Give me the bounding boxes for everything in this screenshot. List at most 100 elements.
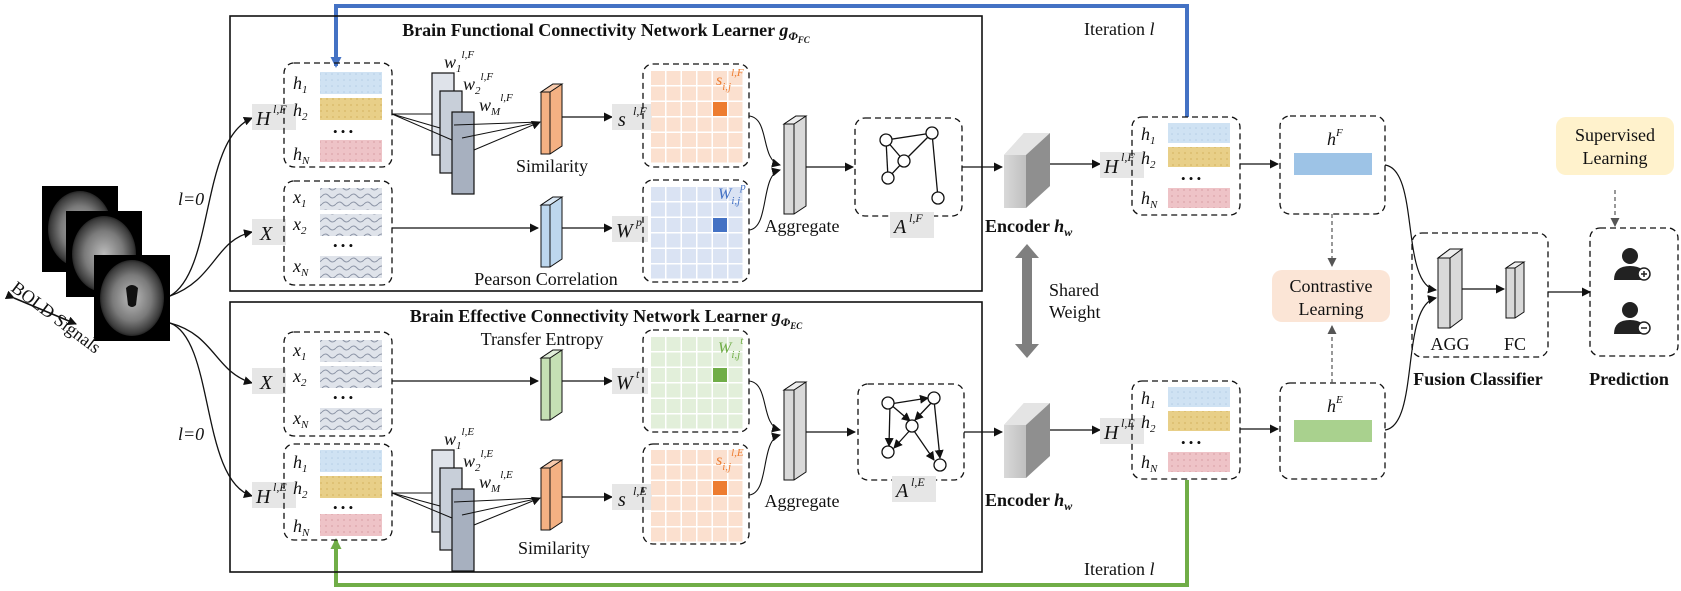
svg-text:• • •: • • • [333, 124, 353, 139]
ec-bold-timeseries: x1 x2 • • • xN [283, 331, 393, 437]
prediction-label: Prediction [1589, 369, 1669, 389]
ec-learner-panel [229, 301, 983, 573]
fc-Wp-label: W p [612, 215, 648, 242]
graph-embedding-ec: hE [1279, 382, 1386, 480]
patient-positive-icon [1614, 248, 1651, 281]
svg-text:x2: x2 [292, 214, 307, 237]
hE-to-classifier-arrow [1384, 295, 1437, 431]
fc-aggregate-module: Aggregate [748, 115, 840, 236]
ec-s-matrix: si,jl,E [642, 443, 750, 545]
ec-weight-matrices: w1l,E w2l,E wMl,E [431, 426, 513, 572]
svg-text:Similarity: Similarity [516, 156, 588, 176]
svg-text:x1: x1 [292, 340, 307, 363]
svg-text:l,E: l,E [911, 475, 925, 489]
svg-text:Encoder hw: Encoder hw [985, 216, 1073, 239]
svg-text:wMl,E: wMl,E [479, 469, 513, 495]
svg-text:W: W [616, 220, 635, 242]
svg-text:l,E: l,E [633, 484, 647, 498]
svg-text:h1: h1 [1141, 388, 1156, 411]
svg-text:• • •: • • • [333, 238, 353, 253]
svg-text:w1l,E: w1l,E [444, 426, 474, 452]
fc-similarity-module: Similarity [516, 83, 588, 176]
svg-text:l,F: l,F [909, 211, 923, 225]
svg-text:l,F: l,F [273, 102, 287, 116]
ec-node-features: h1 h2 • • • hN [283, 443, 393, 541]
fc-pearson-module: Pearson Correlation [474, 196, 618, 289]
brain-to-inputs-arrows [169, 116, 253, 498]
svg-text:w2l,E: w2l,E [463, 448, 493, 474]
svg-text:xN: xN [292, 408, 309, 431]
contrastive-learning-box: Contrastive Learning [1272, 270, 1390, 322]
svg-text:w1l,F: w1l,F [444, 49, 474, 75]
supervised-learning-box: Supervised Learning [1556, 117, 1674, 175]
svg-text:Contrastive: Contrastive [1290, 276, 1373, 296]
ec-s-label: s l,E [612, 484, 652, 511]
ec-feature-to-weight-lines [391, 492, 541, 526]
svg-text:w2l,F: w2l,F [463, 71, 493, 97]
svg-text:Pearson Correlation: Pearson Correlation [474, 269, 617, 289]
ec-X-label: X [252, 368, 286, 394]
ec-Wt-label: W t [612, 367, 648, 394]
ec-output-H-label: H l,E [1100, 416, 1144, 444]
ec-H-label: H l,E [252, 480, 296, 508]
svg-text:• • •: • • • [333, 390, 353, 405]
svg-text:hN: hN [293, 144, 310, 167]
patient-negative-icon [1614, 302, 1651, 335]
svg-text:X: X [259, 223, 273, 245]
encoder-fc: Encoder hw [985, 133, 1073, 239]
svg-text:wMl,F: wMl,F [479, 92, 513, 118]
fc-s-label: s l,F [612, 104, 652, 131]
graph-embedding-fc: hF [1279, 115, 1386, 215]
svg-text:Aggregate: Aggregate [765, 216, 840, 236]
fc-adjacency-graph: A l,F [854, 117, 963, 238]
svg-text:Encoder hw: Encoder hw [985, 490, 1073, 513]
ec-Wt-matrix: Wi,jt [642, 329, 750, 433]
bold-brain-images [42, 186, 170, 341]
svg-text:H: H [255, 108, 272, 130]
svg-text:hN: hN [1141, 452, 1158, 475]
svg-text:h1: h1 [293, 452, 308, 475]
svg-text:FC: FC [1504, 334, 1526, 354]
fc-Wp-matrix: Wi,jp [642, 179, 750, 283]
svg-text:xN: xN [292, 256, 309, 279]
svg-text:x2: x2 [292, 366, 307, 389]
fc-node-features: h1 h2 • • • hN [283, 62, 393, 168]
svg-text:• • •: • • • [1181, 435, 1201, 450]
svg-text:p: p [635, 215, 642, 229]
l0-top: l=0 [178, 189, 204, 209]
svg-text:s: s [618, 489, 626, 511]
ec-transfer-entropy-label: Transfer Entropy [481, 329, 604, 349]
svg-text:Supervised: Supervised [1575, 125, 1655, 145]
svg-text:h1: h1 [1141, 124, 1156, 147]
svg-text:h1: h1 [293, 73, 308, 96]
svg-text:AGG: AGG [1431, 334, 1470, 354]
fc-output-H-label: H l,F [1100, 150, 1144, 178]
svg-text:h2: h2 [293, 100, 308, 123]
ec-learner-title: Brain Effective Connectivity Network Lea… [410, 306, 804, 331]
ec-output-node-features: h1 h2 • • • hN [1131, 380, 1241, 480]
svg-text:Learning: Learning [1299, 299, 1364, 319]
svg-text:X: X [259, 372, 273, 394]
fc-learner-title: Brain Functional Connectivity Network Le… [402, 20, 811, 45]
iteration-feedback-fc [330, 4, 1189, 117]
fc-learner-panel [229, 15, 983, 292]
svg-text:A: A [894, 480, 909, 502]
svg-text:A: A [892, 216, 907, 238]
fc-s-matrix: si,jl,F [642, 63, 750, 168]
fc-feature-to-weight-lines [391, 113, 541, 151]
svg-text:H: H [1103, 422, 1120, 444]
svg-text:Iteration l: Iteration l [1084, 559, 1155, 579]
svg-text:l,F: l,F [1121, 150, 1135, 164]
svg-text:hE: hE [1327, 394, 1343, 416]
svg-text:l,E: l,E [273, 480, 287, 494]
fc-bold-timeseries: x1 x2 • • • xN [283, 180, 393, 286]
svg-text:hF: hF [1327, 127, 1343, 149]
fc-output-node-features: h1 h2 • • • hN [1131, 116, 1241, 216]
ec-similarity-module: Similarity [518, 459, 590, 558]
svg-text:h2: h2 [1141, 412, 1156, 435]
ec-aggregate-module: Aggregate [748, 380, 839, 511]
fc-weight-matrices: w1l,F w2l,F wMl,F [431, 49, 513, 195]
shared-weight-arrow: Shared Weight [1015, 244, 1101, 358]
svg-text:W: W [616, 372, 635, 394]
